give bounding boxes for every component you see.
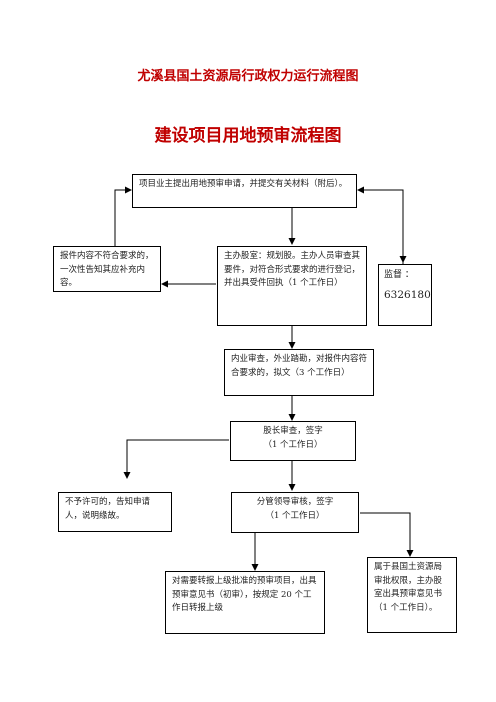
main-title: 尤溪县国土资源局行政权力运行流程图 <box>137 69 359 84</box>
node-county-approve-text: 属于县国土资源局审批权限，主办股室出具预审意见书（1 个工作日）。 <box>374 562 443 613</box>
leader-review-line1: 分管领导审核，签字 <box>256 497 334 507</box>
leader-review-line2: （1 个工作日） <box>265 510 325 521</box>
node-upper-report-text: 对需要转报上级批准的预审项目，出具预审意见书（初审），按规定 20 个工作日转报… <box>172 576 317 613</box>
node-reject-text: 不予许可的，告知申请人，说明缘故。 <box>65 497 151 521</box>
node-monitor: 监督 ： 6326180 <box>378 264 432 326</box>
node-field-review-text: 内业审查，外业踏勘，对报件内容符合要求的，拟文（3 个工作日） <box>231 354 368 378</box>
node-office-text: 主办股室：规划股。主办人员审查其要件，对符合形式要求的进行登记，并出具受件回执（… <box>224 251 361 288</box>
arrow-leader-to-county <box>360 512 414 557</box>
arrow-chief-to-reject <box>123 439 229 479</box>
sub-title: 建设项目用地预审流程图 <box>154 126 342 146</box>
arrow-supplement-to-apply <box>114 186 132 246</box>
monitor-phone: 6326180 <box>384 288 431 301</box>
node-field-review: 内业审查，外业踏勘，对报件内容符合要求的，拟文（3 个工作日） <box>224 349 374 396</box>
node-office: 主办股室：规划股。主办人员审查其要件，对符合形式要求的进行登记，并出具受件回执（… <box>217 246 367 326</box>
node-apply-text: 项目业主提出用地预审申请，并提交有关材料（附后）。 <box>139 179 348 189</box>
node-upper-report: 对需要转报上级批准的预审项目，出具预审意见书（初审），按规定 20 个工作日转报… <box>165 571 325 634</box>
node-supplement: 报件内容不符合要求的，一次性告知其应补充内容。 <box>53 246 161 292</box>
node-leader-review: 分管领导审核，签字 （1 个工作日） <box>231 492 359 533</box>
node-chief-review: 股长审查，签字 （1 个工作日） <box>230 421 356 461</box>
chief-review-line1: 股长审查，签字 <box>263 426 323 436</box>
node-county-approve: 属于县国土资源局审批权限，主办股室出具预审意见书（1 个工作日）。 <box>367 557 457 633</box>
node-supplement-text: 报件内容不符合要求的，一次性告知其应补充内容。 <box>60 251 154 288</box>
monitor-label: 监督 ： <box>384 270 414 280</box>
node-reject: 不予许可的，告知申请人，说明缘故。 <box>58 492 172 532</box>
node-apply: 项目业主提出用地预审申请，并提交有关材料（附后）。 <box>132 174 357 208</box>
chief-review-line2: （1 个工作日） <box>263 439 323 450</box>
